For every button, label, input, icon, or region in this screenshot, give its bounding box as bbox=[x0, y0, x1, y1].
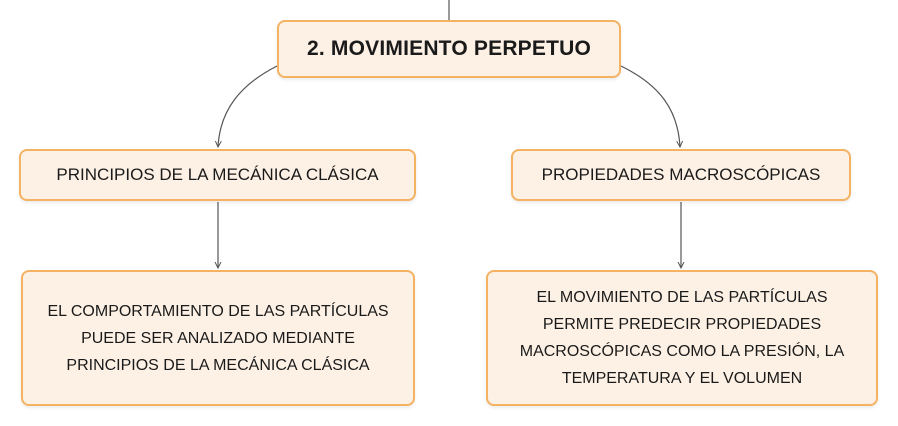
leaf-node-label: EL MOVIMIENTO DE LAS PARTÍCULAS PERMITE … bbox=[519, 289, 845, 387]
connector-root-to-left bbox=[218, 65, 278, 147]
root-node-label: 2. MOVIMIENTO PERPETUO bbox=[306, 37, 592, 60]
branch-node-label: PRINCIPIOS DE LA MECÁNICA CLÁSICA bbox=[56, 165, 379, 184]
leaf-node-particle-motion: EL MOVIMIENTO DE LAS PARTÍCULAS PERMITE … bbox=[486, 270, 878, 406]
branch-node-macroscopic-properties: PROPIEDADES MACROSCÓPICAS bbox=[511, 149, 851, 201]
branch-node-classical-mechanics: PRINCIPIOS DE LA MECÁNICA CLÁSICA bbox=[19, 149, 416, 201]
connector-root-to-right bbox=[620, 65, 680, 147]
leaf-node-label: EL COMPORTAMIENTO DE LAS PARTÍCULAS PUED… bbox=[47, 302, 389, 374]
branch-node-label: PROPIEDADES MACROSCÓPICAS bbox=[541, 165, 821, 184]
leaf-node-particle-behavior: EL COMPORTAMIENTO DE LAS PARTÍCULAS PUED… bbox=[21, 270, 415, 406]
root-node: 2. MOVIMIENTO PERPETUO bbox=[277, 20, 621, 78]
